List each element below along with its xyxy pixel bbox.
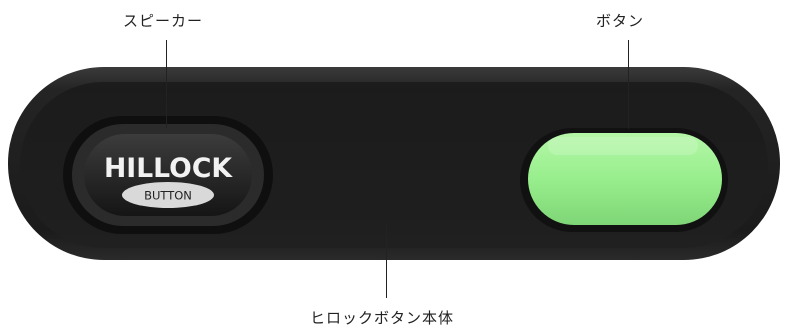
speaker-leader-line (166, 40, 167, 128)
speaker-label: スピーカー (123, 12, 204, 30)
speaker (63, 116, 273, 234)
button-label: ボタン (596, 12, 645, 30)
push-button[interactable] (520, 128, 728, 232)
logo-brand: HILLOCK (104, 153, 233, 184)
hillock-logo: HILLOCK BUTTON (104, 153, 233, 208)
button-leader-line (628, 40, 629, 129)
body-leader-line (386, 224, 387, 298)
body-label: ヒロックボタン本体 (310, 309, 455, 327)
logo-sub: BUTTON (144, 189, 192, 203)
